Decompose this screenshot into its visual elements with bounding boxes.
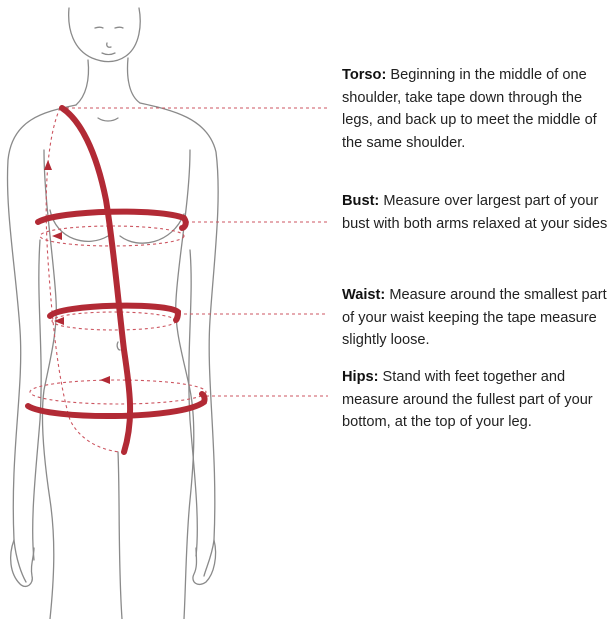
hips-instruction: Hips: Stand with feet together and measu… <box>342 366 608 434</box>
hips-tape <box>25 391 208 419</box>
hips-term: Hips: <box>342 369 379 385</box>
guide-lines <box>29 107 330 453</box>
body-outline <box>6 7 219 619</box>
bust-instruction: Bust: Measure over largest part of your … <box>342 190 608 235</box>
torso-instruction: Torso: Beginning in the middle of one sh… <box>342 64 608 154</box>
waist-text: Measure around the smallest part of your… <box>342 287 607 349</box>
left-arm-outline <box>6 104 77 583</box>
mouth-outline <box>101 52 116 56</box>
torso-back-path <box>45 107 121 453</box>
torso-text: Beginning in the middle of one shoulder,… <box>342 67 597 151</box>
navel <box>116 341 121 351</box>
leg-divide <box>117 451 123 619</box>
bust-text: Measure over largest part of your bust w… <box>342 193 608 232</box>
neck-outline <box>75 59 90 106</box>
bust-right-outline <box>119 213 185 244</box>
bust-term: Bust: <box>342 193 380 209</box>
left-hand-outline <box>9 539 35 588</box>
eye-right-outline <box>114 26 124 29</box>
torso-left-outline <box>41 149 57 619</box>
torso-term: Torso: <box>342 67 387 83</box>
waist-tape <box>47 302 182 323</box>
arrow-left-icon <box>100 376 110 384</box>
right-arm-inner <box>188 249 198 557</box>
measuring-tapes <box>25 105 208 455</box>
right-hand-outline <box>192 539 217 586</box>
torso-tape <box>59 105 134 455</box>
direction-arrows <box>44 160 110 384</box>
waist-back-ellipse <box>51 311 177 331</box>
neck-outline-right <box>126 57 141 104</box>
arrow-left-icon <box>52 232 62 240</box>
waist-instruction: Waist: Measure around the smallest part … <box>342 284 608 352</box>
collarbone-outline <box>97 117 119 122</box>
eye-left-outline <box>94 26 104 29</box>
left-arm-inner <box>32 239 42 561</box>
arrow-up-icon <box>44 160 52 170</box>
head-outline <box>68 7 141 63</box>
bust-tape <box>35 208 189 231</box>
arrow-left-icon <box>54 317 64 325</box>
hips-text: Stand with feet together and measure aro… <box>342 369 593 431</box>
waist-term: Waist: <box>342 287 386 303</box>
torso-right-outline <box>175 149 195 619</box>
hips-back-ellipse <box>29 379 207 405</box>
nose-outline <box>106 42 112 48</box>
